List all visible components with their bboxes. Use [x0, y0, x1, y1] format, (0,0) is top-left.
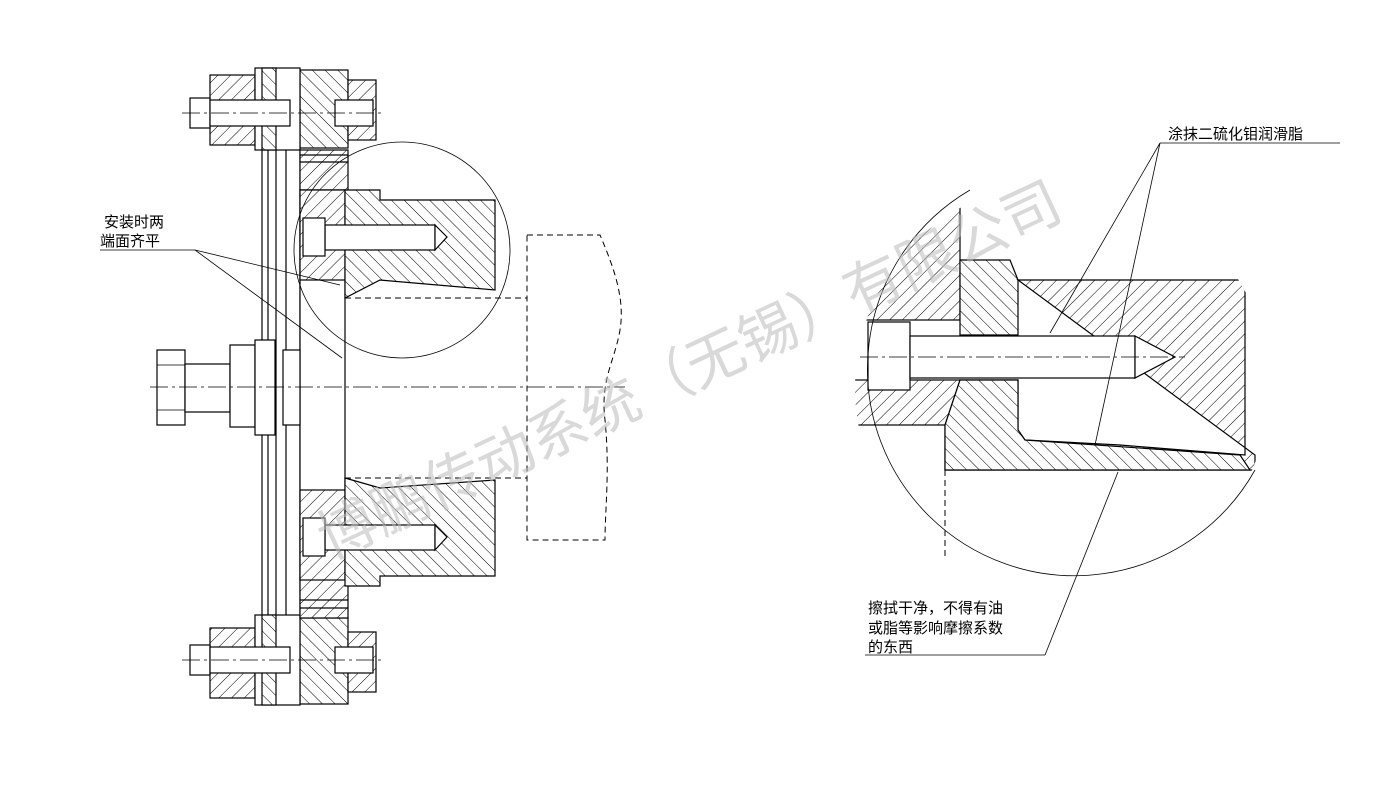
detail-leaders — [865, 142, 1340, 656]
clamp-sleeve-lower — [302, 477, 496, 587]
clean-note-line2: 或脂等影响摩擦系数 — [868, 619, 1003, 637]
clean-note-line1: 擦拭干净，不得有油 — [868, 599, 1003, 617]
coupling-section-view: 安装时两 端面齐平 — [100, 67, 625, 706]
clamp-sleeve-upper — [302, 189, 496, 299]
detail-circle — [293, 141, 511, 359]
lubricant-note: 涂抹二硫化钼润滑脂 — [1168, 125, 1303, 143]
hub-center — [156, 339, 301, 436]
flush-note-line2: 端面齐平 — [100, 232, 160, 250]
clean-note-line3: 的东西 — [868, 638, 913, 656]
bottom-bolt-assembly — [182, 614, 385, 706]
detail-view: 涂抹二硫化钼润滑脂 擦拭干净，不得有油 或脂等影响摩擦系数 的东西 — [855, 125, 1340, 656]
flush-note-line1: 安装时两 — [104, 213, 164, 231]
flush-note-leader — [100, 249, 343, 359]
top-bolt-assembly — [182, 67, 385, 151]
